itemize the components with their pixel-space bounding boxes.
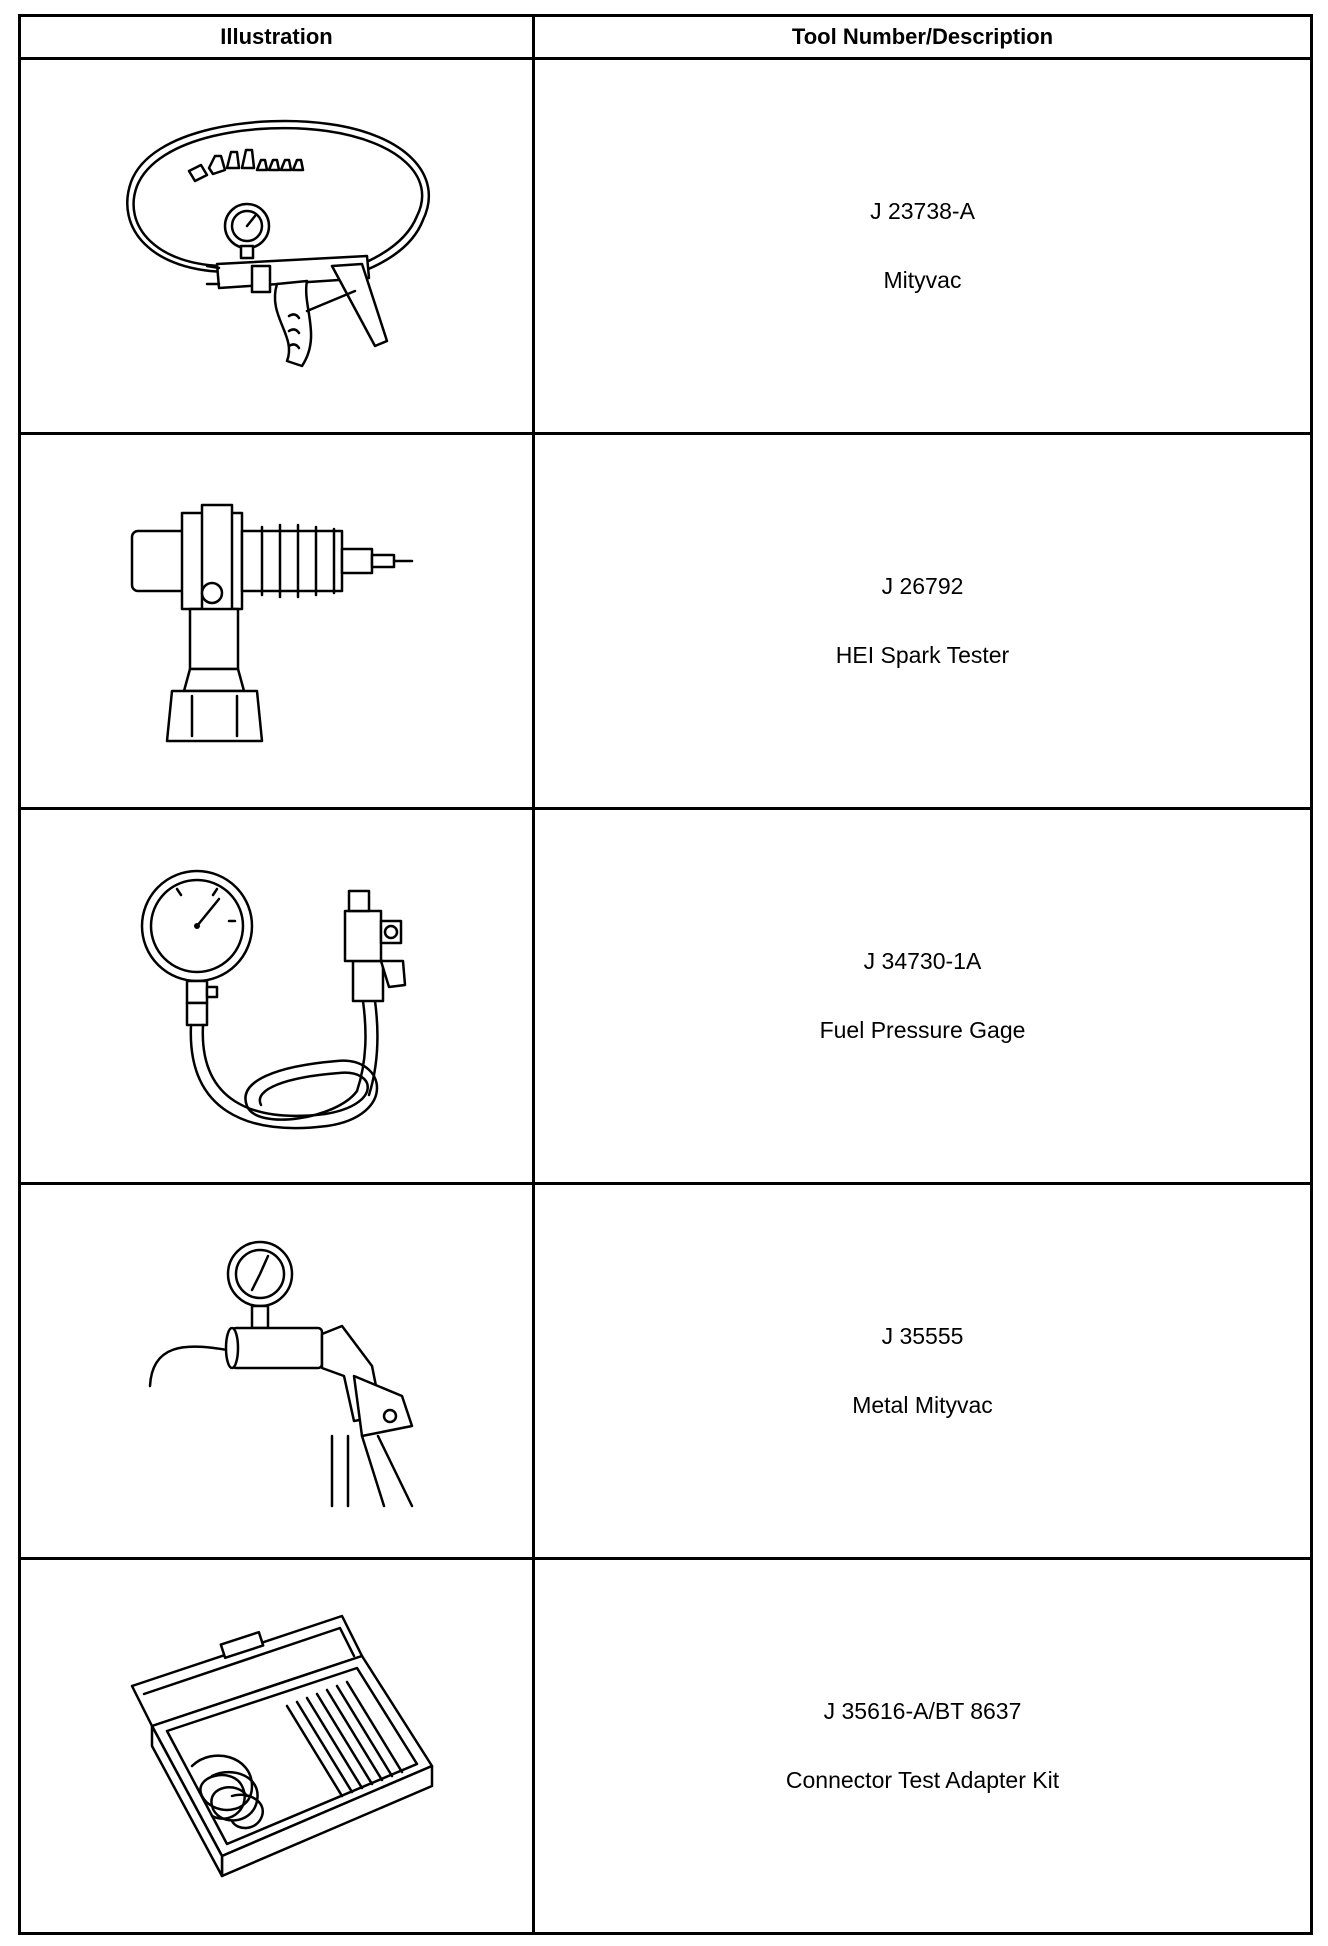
special-tools-table: Illustration Tool Number/Description (18, 14, 1313, 1935)
header-illustration: Illustration (18, 14, 535, 60)
illustration-cell (18, 1557, 535, 1935)
tool-info-cell: J 35616-A/BT 8637 Connector Test Adapter… (532, 1557, 1313, 1935)
illustration-cell (18, 807, 535, 1185)
hand-vacuum-pump-icon (125, 119, 430, 368)
table-row: J 23738-A Mityvac (18, 57, 1313, 435)
header-tool-number-description: Tool Number/Description (532, 14, 1313, 60)
table-row: J 34730-1A Fuel Pressure Gage (18, 807, 1313, 1185)
fuel-pressure-gauge-icon (140, 869, 406, 1130)
tool-number: J 34730-1A (863, 948, 982, 974)
table-header-row: Illustration Tool Number/Description (18, 14, 1313, 60)
adapter-kit-case-icon (130, 1614, 433, 1878)
illustration-cell (18, 1182, 535, 1560)
tool-info-cell: J 23738-A Mityvac (532, 57, 1313, 435)
illustration-cell (18, 432, 535, 810)
tool-info-cell: J 26792 HEI Spark Tester (532, 432, 1313, 810)
tool-description: HEI Spark Tester (835, 642, 1010, 668)
table-row: J 26792 HEI Spark Tester (18, 432, 1313, 810)
tool-number: J 26792 (881, 573, 964, 599)
tool-description: Mityvac (883, 267, 962, 293)
tool-number: J 23738-A (870, 198, 975, 224)
tool-description: Connector Test Adapter Kit (785, 1767, 1060, 1793)
tool-number: J 35616-A/BT 8637 (823, 1698, 1022, 1724)
tool-info-cell: J 35555 Metal Mityvac (532, 1182, 1313, 1560)
table-row: J 35555 Metal Mityvac (18, 1182, 1313, 1560)
tool-number: J 35555 (881, 1323, 964, 1349)
tool-info-cell: J 34730-1A Fuel Pressure Gage (532, 807, 1313, 1185)
tool-description: Fuel Pressure Gage (819, 1017, 1026, 1043)
spark-tester-icon (130, 503, 413, 743)
tool-description: Metal Mityvac (852, 1392, 993, 1418)
table-row: J 35616-A/BT 8637 Connector Test Adapter… (18, 1557, 1313, 1935)
metal-vacuum-pump-icon (148, 1240, 413, 1508)
illustration-cell (18, 57, 535, 435)
